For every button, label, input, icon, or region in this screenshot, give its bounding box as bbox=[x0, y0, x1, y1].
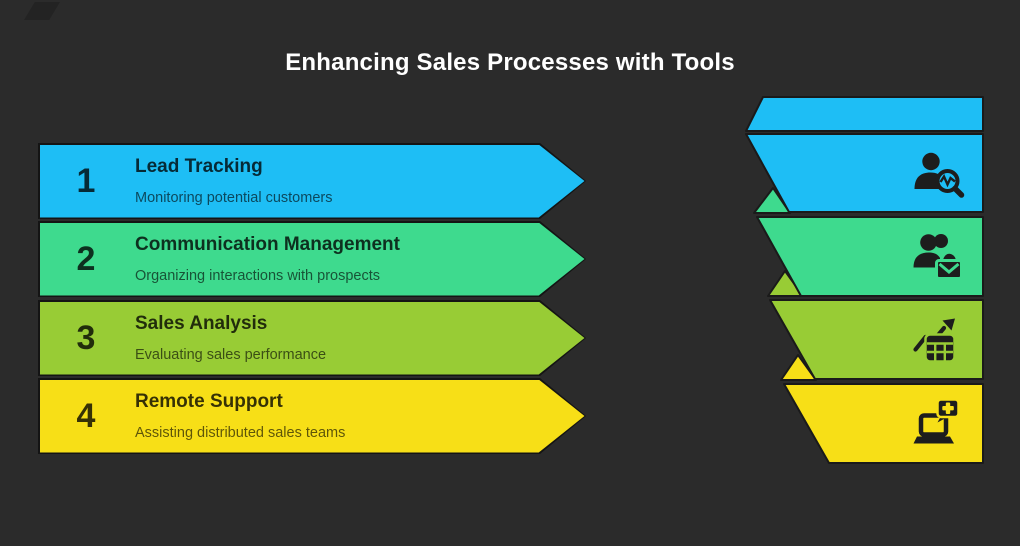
step-title: Communication Management bbox=[135, 234, 400, 255]
ribbon-fold-4 bbox=[780, 354, 817, 381]
arrow-fill bbox=[39, 144, 585, 218]
arrow-shape bbox=[38, 300, 586, 376]
step-subtitle: Organizing interactions with prospects bbox=[135, 268, 381, 284]
arrow-fill bbox=[39, 379, 585, 453]
ribbon-top-band bbox=[745, 96, 984, 132]
ribbon-band-1 bbox=[745, 133, 984, 213]
step-row-2: 2 Communication Management Organizing in… bbox=[38, 221, 586, 297]
person-magnifier-pulse-icon bbox=[914, 152, 965, 198]
step-number: 4 bbox=[76, 397, 96, 435]
page-title: Enhancing Sales Processes with Tools bbox=[285, 49, 735, 76]
people-envelope-icon bbox=[913, 234, 963, 280]
step-number: 1 bbox=[76, 162, 96, 200]
corner-wedge-decoration bbox=[24, 2, 60, 20]
arrow-shape bbox=[38, 143, 586, 219]
step-subtitle: Evaluating sales performance bbox=[135, 347, 327, 363]
arrow-fill bbox=[39, 222, 585, 296]
arrow-fill bbox=[39, 301, 585, 375]
step-row-4: 4 Remote Support Assisting distributed s… bbox=[38, 378, 586, 454]
laptop-support-bubble-icon bbox=[913, 398, 960, 444]
step-number: 2 bbox=[76, 240, 96, 278]
step-subtitle: Assisting distributed sales teams bbox=[135, 425, 346, 441]
step-row-1: 1 Lead Tracking Monitoring potential cus… bbox=[38, 143, 586, 219]
step-subtitle: Monitoring potential customers bbox=[135, 190, 333, 206]
step-number: 3 bbox=[76, 319, 96, 357]
step-row-3: 3 Sales Analysis Evaluating sales perfor… bbox=[38, 300, 586, 376]
step-title: Lead Tracking bbox=[135, 156, 263, 177]
arrow-shape bbox=[38, 378, 586, 454]
table-growth-arrow-icon bbox=[913, 318, 956, 363]
step-title: Remote Support bbox=[135, 391, 283, 412]
ribbon-fold-2 bbox=[753, 187, 791, 214]
step-title: Sales Analysis bbox=[135, 313, 268, 334]
folded-ribbon bbox=[745, 96, 984, 464]
arrow-shape bbox=[38, 221, 586, 297]
